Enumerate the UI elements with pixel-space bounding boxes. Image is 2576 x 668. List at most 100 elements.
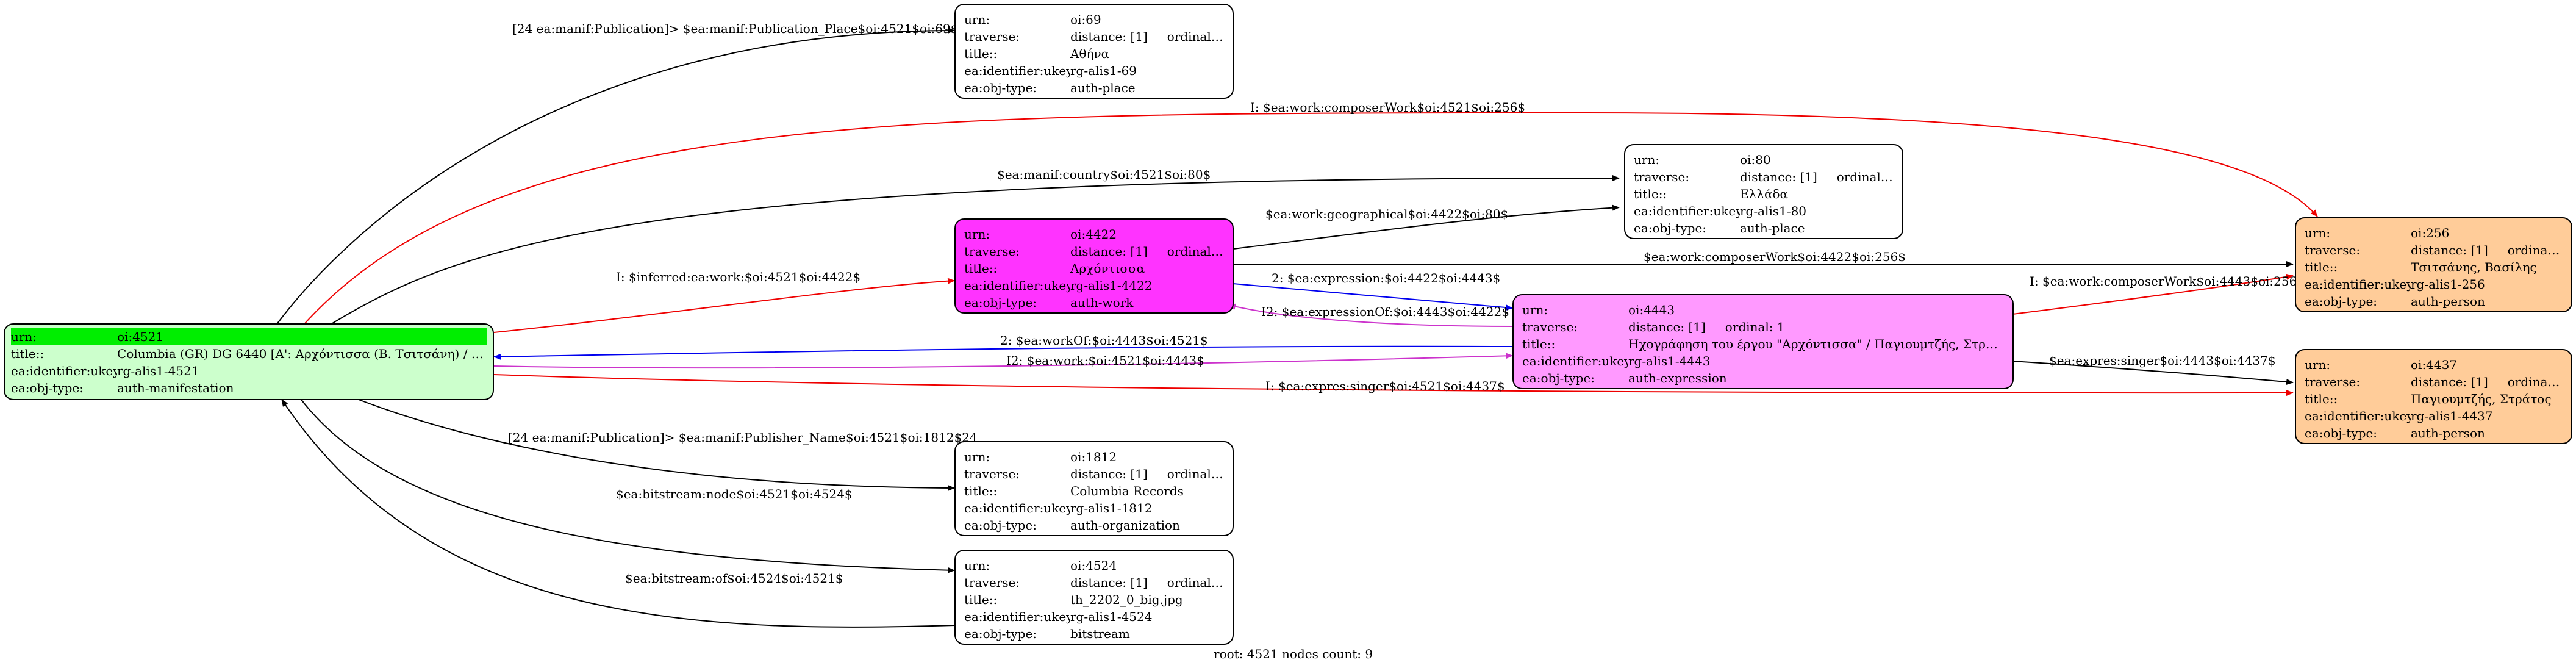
edge-singer-4443 <box>2012 361 2294 385</box>
label-title: title:: <box>964 261 998 276</box>
label-objtype: ea:obj-type: <box>2305 426 2378 440</box>
root-highlight-row: urn: oi:4521 <box>11 328 487 345</box>
node-oi-4521-root[interactable]: urn: oi:4521 title::Columbia (GR) DG 6440… <box>4 323 494 400</box>
label-objtype: ea:obj-type: <box>1522 371 1595 386</box>
edge-publication-place <box>277 27 955 324</box>
value-ukey: rg-alis1-4422 <box>1070 278 1153 293</box>
value-objtype: auth-place <box>1070 81 1136 95</box>
label-ukey: ea:identifier:ukey <box>11 364 117 378</box>
label-ukey: ea:identifier:ukey <box>2305 277 2411 292</box>
edge-publisher <box>350 396 955 491</box>
node-oi-69[interactable]: urn:oi:69 traverse:distance: [1]ordinal:… <box>954 4 1234 99</box>
label-urn: urn: <box>11 329 37 344</box>
edge-work <box>493 353 1513 369</box>
label-urn: urn: <box>964 12 990 27</box>
value-urn: oi:4422 <box>1070 227 1117 242</box>
node-oi-1812[interactable]: urn: oi:1812 traverse: distance: [1] ordina… <box>954 441 1234 536</box>
label-urn: urn: <box>964 558 990 573</box>
edge-workOf <box>493 345 1513 360</box>
edge-label-expressionOf: I2: $ea:expressionOf:$oi:4443$oi:4422$ <box>1261 304 1509 319</box>
value-objtype: auth-manifestation <box>117 381 234 395</box>
edge-label-composer-4443: I: $ea:work:composerWork$oi:4443$oi:256$ <box>2030 274 2305 289</box>
label-traverse: traverse: <box>2305 375 2361 389</box>
label-ukey: ea:identifier:ukey <box>964 63 1070 78</box>
label-ukey: ea:identifier:ukey <box>964 501 1070 515</box>
value-urn: oi:80 <box>1740 153 1771 167</box>
value-title: Ελλάδα <box>1740 187 1789 201</box>
value-distance: distance: [1] <box>1070 575 1148 590</box>
edge-label-publication-place: [24 ea:manif:Publication]> $ea:manif:Pub… <box>512 21 974 36</box>
label-objtype: ea:obj-type: <box>1634 221 1707 235</box>
value-distance: distance: [1] <box>1740 170 1817 184</box>
edge-composer-4443 <box>2012 273 2294 315</box>
label-urn: urn: <box>1522 303 1548 317</box>
value-title: Ηχογράφηση του έργου "Αρχόντισσα" / Παγι… <box>1628 337 2004 351</box>
label-urn: urn: <box>964 450 990 464</box>
value-ukey: rg-alis1-80 <box>1740 204 1807 218</box>
value-ordinal: ordinal: 2 <box>1167 575 1224 590</box>
value-objtype: auth-work <box>1070 295 1134 310</box>
value-distance: distance: [1] <box>1070 244 1148 259</box>
label-objtype: ea:obj-type: <box>964 627 1037 641</box>
edge-expressionOf <box>1228 303 1513 327</box>
value-ukey: rg-alis1-1812 <box>1070 501 1153 515</box>
edge-label-singer-4521: I: $ea:expres:singer$oi:4521$oi:4437$ <box>1265 379 1505 393</box>
label-urn: urn: <box>2305 357 2331 372</box>
label-objtype: ea:obj-type: <box>964 295 1037 310</box>
value-title: Τσιτσάνης, Βασίλης <box>2411 260 2537 275</box>
value-urn: oi:1812 <box>1070 450 1117 464</box>
value-ukey: rg-alis1-4521 <box>117 364 199 378</box>
label-title: title:: <box>11 347 45 361</box>
label-title: title:: <box>2305 260 2338 275</box>
label-ukey: ea:identifier:ukey <box>2305 409 2411 423</box>
node-oi-4422[interactable]: urn:oi:4422 traverse:distance: [1]ordina… <box>954 218 1234 314</box>
node-oi-4443[interactable]: urn:oi:4443 traverse:distance: [1]ordina… <box>1512 294 2014 389</box>
value-urn: oi:69 <box>1070 12 1101 27</box>
edge-label-geographical: $ea:work:geographical$oi:4422$oi:80$ <box>1265 207 1508 221</box>
edge-label-expression: 2: $ea:expression:$oi:4422$oi:4443$ <box>1272 271 1500 286</box>
label-title: title:: <box>964 484 998 498</box>
edge-label-singer-4443: $ea:expres:singer$oi:4443$oi:4437$ <box>2049 353 2276 368</box>
label-objtype: ea:obj-type: <box>11 381 84 395</box>
edge-label-bitstream-node: $ea:bitstream:node$oi:4521$oi:4524$ <box>616 487 853 501</box>
value-ukey: rg-alis1-4443 <box>1628 354 1711 368</box>
value-urn: oi:4521 <box>117 329 164 344</box>
label-urn: urn: <box>1634 153 1660 167</box>
label-traverse: traverse: <box>964 467 1020 481</box>
label-urn: urn: <box>964 227 990 242</box>
node-oi-4437[interactable]: urn:oi:4437 traverse:distance: [1]ordina… <box>2295 349 2572 444</box>
value-title: Columbia (GR) DG 6440 [A': Αρχόντισσα (Β… <box>117 347 487 361</box>
value-objtype: auth-organization <box>1070 518 1180 533</box>
label-objtype: ea:obj-type: <box>2305 294 2378 309</box>
value-objtype: bitstream <box>1070 627 1130 641</box>
node-oi-4524[interactable]: urn:oi:4524 traverse:distance: [1]ordina… <box>954 550 1234 645</box>
edge-label-country: $ea:manif:country$oi:4521$oi:80$ <box>997 167 1211 182</box>
value-urn: oi:4524 <box>1070 558 1117 573</box>
label-traverse: traverse: <box>1522 320 1578 334</box>
label-traverse: traverse: <box>964 29 1020 44</box>
edge-label-bitstream-of: $ea:bitstream:of$oi:4524$oi:4521$ <box>625 571 843 586</box>
label-objtype: ea:obj-type: <box>964 518 1037 533</box>
value-ordinal: ordinal: 8 <box>1167 467 1224 481</box>
value-title: Columbia Records <box>1070 484 1184 498</box>
label-traverse: traverse: <box>1634 170 1690 184</box>
node-oi-80[interactable]: urn:oi:80 traverse:distance: [1]ordinal:… <box>1624 144 1903 239</box>
edge-label-work: I2: $ea:work:$oi:4521$oi:4443$ <box>1006 353 1204 368</box>
edge-expression <box>1233 283 1513 311</box>
value-ordinal: ordinal: 5 <box>2507 243 2563 257</box>
label-traverse: traverse: <box>964 244 1020 259</box>
value-distance: distance: [1] <box>1070 29 1148 44</box>
edge-label-inferred-work: I: $inferred:ea:work:$oi:4521$oi:4422$ <box>616 270 860 284</box>
value-urn: oi:4443 <box>1628 303 1675 317</box>
edge-label-publisher: [24 ea:manif:Publication]> $ea:manif:Pub… <box>508 430 978 445</box>
label-ukey: ea:identifier:ukey <box>1634 204 1740 218</box>
label-title: title:: <box>1634 187 1667 201</box>
label-ukey: ea:identifier:ukey <box>964 278 1070 293</box>
node-oi-256[interactable]: urn:oi:256 traverse:distance: [1]ordinal… <box>2295 217 2572 312</box>
value-distance: distance: [1] <box>1070 467 1148 481</box>
value-ukey: rg-alis1-69 <box>1070 63 1137 78</box>
label-title: title:: <box>964 592 998 607</box>
value-ukey: rg-alis1-4524 <box>1070 609 1153 624</box>
